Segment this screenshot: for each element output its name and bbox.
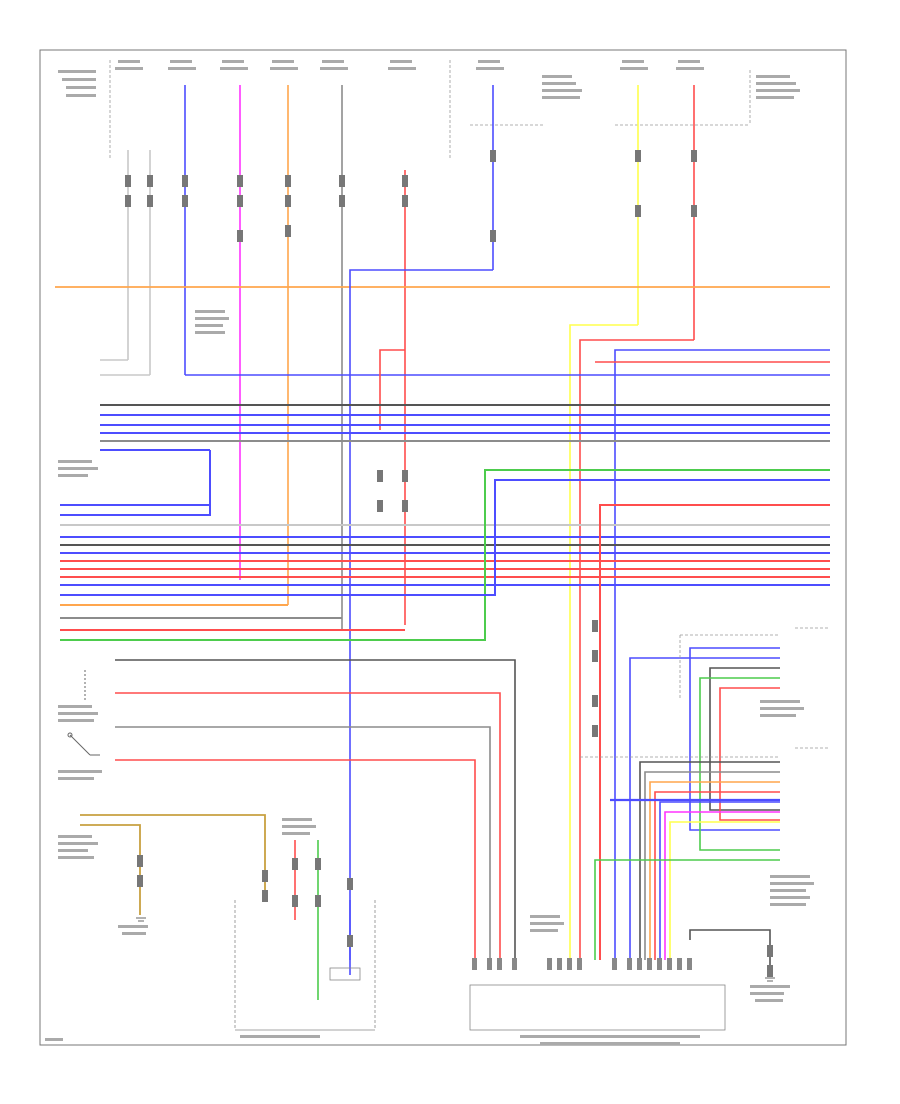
bus-group-1: [60, 404, 830, 516]
right-connector-wires: [594, 647, 780, 960]
switch-symbol: [67, 670, 100, 756]
connector-pins: [125, 150, 773, 977]
tan-harness: [80, 814, 266, 915]
ground-symbols: [136, 917, 775, 982]
fuse-header-marks: [58, 60, 800, 99]
module-pins: [472, 958, 692, 970]
bus-group-2: [60, 469, 830, 960]
lower-wires: [294, 840, 771, 1000]
left-label-marks: [45, 310, 814, 1045]
fuse-feed-wires: [127, 85, 695, 630]
switch-wires: [115, 659, 516, 960]
routed-wires: [100, 269, 830, 960]
fuse-box-separators: [109, 60, 751, 160]
right-connector-boxes: [580, 627, 830, 758]
bottom-modules: [234, 900, 726, 1031]
diagram-frame: [39, 49, 847, 1046]
